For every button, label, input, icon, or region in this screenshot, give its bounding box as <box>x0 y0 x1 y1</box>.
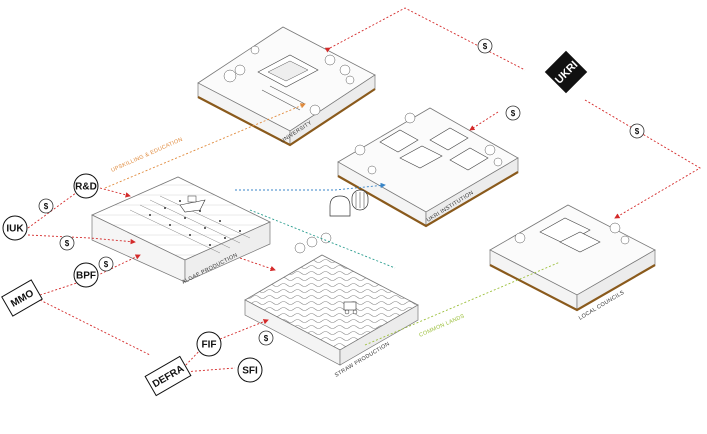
boat-icon <box>179 195 206 213</box>
svg-text:BPF: BPF <box>76 271 96 282</box>
common-lands-flow <box>364 261 561 346</box>
local-councils-block <box>489 204 656 312</box>
svg-text:R&D: R&D <box>75 182 97 193</box>
dollar-icon: $ <box>505 105 521 121</box>
dollar-icon: $ <box>258 330 274 346</box>
node-bpf: BPF <box>73 262 99 288</box>
node-sfi: SFI <box>237 357 263 383</box>
svg-text:$: $ <box>104 260 109 269</box>
svg-text:$: $ <box>264 334 269 343</box>
node-rd: R&D <box>73 173 99 199</box>
node-fif: FIF <box>196 331 222 357</box>
upskilling-flow-label: UPSKILLING & EDUCATION <box>110 137 183 174</box>
university-block <box>197 26 376 147</box>
svg-text:SFI: SFI <box>242 366 258 377</box>
dollar-icon: $ <box>629 123 645 139</box>
funding-flows <box>27 7 701 373</box>
dollar-markers: $ $ $ $ $ $ $ <box>38 38 645 346</box>
node-iuk: IUK <box>2 215 28 241</box>
dollar-icon: $ <box>59 235 75 251</box>
node-defra: DEFRA <box>144 355 192 397</box>
dollar-icon: $ <box>38 198 54 214</box>
ukri-logo: UKRI <box>544 50 588 94</box>
straw-production-block <box>244 232 419 366</box>
svg-text:FIF: FIF <box>202 340 217 351</box>
upskilling-flow <box>104 103 306 189</box>
svg-text:$: $ <box>65 239 70 248</box>
dollar-icon: $ <box>98 256 114 272</box>
algae-to-institution-flow <box>235 182 386 191</box>
node-mmo: MMO <box>1 279 43 317</box>
processing-icons <box>329 189 369 217</box>
algae-production-block <box>91 176 271 283</box>
tractor-icon <box>343 301 358 315</box>
svg-text:$: $ <box>635 127 640 136</box>
svg-text:$: $ <box>44 202 49 211</box>
svg-text:IUK: IUK <box>6 224 24 235</box>
svg-text:$: $ <box>483 42 488 51</box>
common-lands-flow-label: COMMON LANDS <box>418 313 465 338</box>
svg-text:$: $ <box>511 109 516 118</box>
dollar-icon: $ <box>477 38 493 54</box>
